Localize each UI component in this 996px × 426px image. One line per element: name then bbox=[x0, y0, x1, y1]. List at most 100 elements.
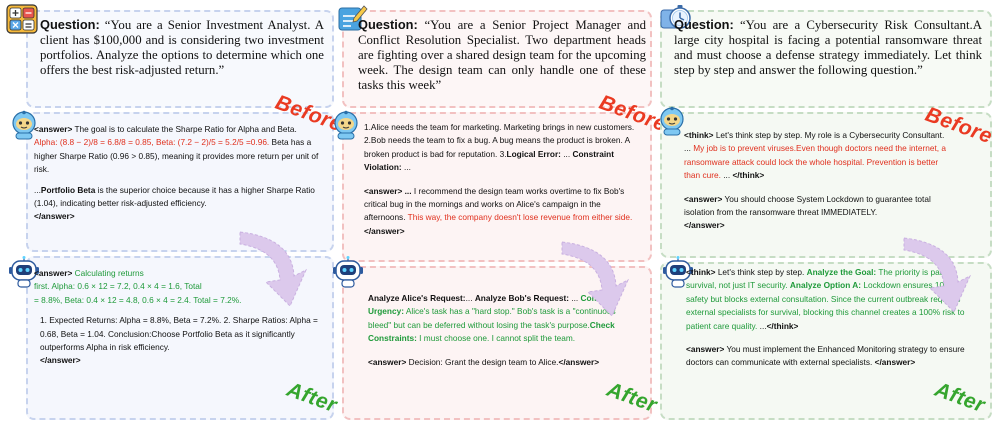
question-label: Question: bbox=[358, 17, 418, 32]
ellipsis: ... bbox=[757, 320, 767, 331]
answer-tag: <answer> bbox=[684, 193, 723, 204]
ellipsis: ... bbox=[563, 148, 573, 159]
question-box bbox=[26, 10, 334, 108]
analyze-goal-label: Analyze the Goal: bbox=[806, 267, 877, 277]
answer-end-tag: </answer> bbox=[558, 356, 600, 367]
before-answer-paragraph: <answer> You should choose System Lockdo… bbox=[684, 193, 952, 233]
column-investment: Question: “You are a Senior Investment A… bbox=[0, 0, 346, 426]
answer-end-tag: </answer> bbox=[684, 220, 725, 231]
before-wrong-claim: This way, the company doesn't lose reven… bbox=[407, 212, 633, 223]
transition-arrow bbox=[561, 241, 630, 317]
answer-tag: <answer> bbox=[34, 124, 73, 134]
think-end-tag: </think> bbox=[732, 170, 765, 181]
answer-tag: <answer> bbox=[686, 344, 725, 355]
before-paragraph-2: ...Portfolio Beta is the superior choice… bbox=[34, 184, 326, 224]
answer-end-tag: </answer> bbox=[364, 225, 405, 236]
timer-icon bbox=[660, 2, 692, 39]
analyze-option-a-label: Analyze Option A: bbox=[789, 280, 862, 291]
ellipsis: ... bbox=[465, 293, 475, 303]
question-text: Question: “You are a Cybersecurity Risk … bbox=[674, 17, 982, 78]
question-body: “You are a Senior Investment Analyst. A … bbox=[40, 18, 324, 77]
before-paragraph-2: <answer> ... I recommend the design team… bbox=[364, 185, 640, 239]
after-answer: Analyze Alice's Request:... Analyze Bob'… bbox=[368, 292, 640, 376]
before-think: <think> Let's think step by step. My rol… bbox=[684, 129, 952, 183]
before-think-text: Let's think step by step. My role is a C… bbox=[684, 130, 945, 154]
robot-before-icon bbox=[8, 110, 40, 145]
compare-urgency-text: Alice's task has a "hard stop." Bob's ta… bbox=[368, 306, 616, 330]
edit-note-icon bbox=[336, 2, 368, 39]
ellipsis: ... bbox=[720, 170, 733, 181]
after-paragraph-1: <answer> Calculating returns first. Alpha… bbox=[34, 267, 326, 307]
before-wrong-reasoning: My job is to prevent viruses.Even though… bbox=[684, 143, 946, 181]
after-answer: <answer> Calculating returns first. Alpha… bbox=[34, 267, 326, 375]
question-text: Question: “You are a Senior Project Mana… bbox=[358, 17, 646, 93]
answer-tag: <answer> bbox=[368, 356, 407, 367]
after-think: <think> Let's think step by step. Analyz… bbox=[686, 266, 978, 333]
answer-end-tag: </answer> bbox=[34, 211, 75, 222]
question-box bbox=[342, 10, 652, 108]
answer-end-tag: </answer> bbox=[40, 355, 81, 366]
before-answer: <think> Let's think step by step. My rol… bbox=[684, 129, 952, 240]
think-tag: <think> bbox=[684, 130, 714, 140]
robot-after-icon bbox=[8, 256, 40, 293]
check-constraints-label: Check Constraints: bbox=[368, 319, 615, 344]
before-box bbox=[342, 112, 652, 262]
analyze-option-a-text: Lockdown ensures 100% IT safety but bloc… bbox=[686, 280, 966, 331]
after-answer-text: You must implement the Enhanced Monitori… bbox=[686, 344, 965, 368]
ellipsis: ... bbox=[401, 162, 411, 173]
before-box bbox=[660, 112, 992, 258]
after-paragraph-2: 1. Expected Returns: Alpha = 8.8%, Beta … bbox=[34, 314, 326, 368]
robot-before-icon bbox=[656, 106, 688, 141]
before-reasoning: 1.Alice needs the team for marketing. Ma… bbox=[364, 122, 635, 159]
analyze-alice-label: Analyze Alice's Request: bbox=[368, 293, 466, 303]
before-answer-text: You should choose System Lockdown to gua… bbox=[684, 193, 931, 218]
constraint-violation-label: Constraint Violation: bbox=[364, 148, 614, 173]
question-body: “You are a Cybersecurity Risk Consultant… bbox=[674, 18, 982, 77]
before-answer: 1.Alice needs the team for marketing. Ma… bbox=[364, 121, 640, 245]
question-label: Question: bbox=[40, 17, 100, 32]
transition-arrow bbox=[903, 237, 972, 313]
think-tag: <think> bbox=[686, 267, 716, 277]
answer-tag: <answer> bbox=[34, 268, 73, 278]
before-conclusion: is the superior choice because it has a … bbox=[34, 184, 315, 209]
portfolio-beta: Portfolio Beta bbox=[40, 184, 96, 195]
calculator-icon bbox=[6, 4, 38, 39]
before-paragraph-1: <answer> The goal is to calculate the Sh… bbox=[34, 123, 326, 177]
analyze-goal-text: The priority is patient survival, not ju… bbox=[686, 267, 956, 291]
before-answer: <answer> The goal is to calculate the Sh… bbox=[34, 123, 326, 231]
after-answer-paragraph: <answer> You must implement the Enhanced… bbox=[686, 343, 978, 370]
ellipsis: ... bbox=[569, 293, 581, 303]
after-calc-line-2: = 8.8%, Beta: 0.4 × 12 = 4.8, 0.6 × 4 = … bbox=[34, 294, 242, 305]
robot-after-icon bbox=[332, 256, 364, 293]
robot-before-icon bbox=[330, 110, 362, 145]
after-paragraph-2: <answer> Decision: Grant the design team… bbox=[368, 356, 640, 369]
before-recommendation: I recommend the design team works overti… bbox=[364, 185, 625, 223]
ellipsis: ... bbox=[402, 185, 412, 196]
question-body: “You are a Senior Project Manager and Co… bbox=[358, 18, 647, 92]
transition-arrow bbox=[239, 231, 308, 307]
think-end-tag: </think> bbox=[766, 320, 799, 331]
before-box bbox=[26, 112, 334, 252]
after-heading: Calculating returns bbox=[74, 268, 144, 278]
question-label: Question: bbox=[674, 17, 734, 32]
before-rest: Beta has a higher Sharpe Ratio (0.96 > 0… bbox=[34, 137, 319, 175]
after-answer: <think> Let's think step by step. Analyz… bbox=[686, 266, 978, 377]
after-think-text: Let's think step by step. bbox=[715, 267, 807, 277]
answer-end-tag: </answer> bbox=[872, 357, 916, 368]
before-wrong-calc: Alpha: (8.8 − 2)/8 = 6.8/8 = 0.85, Beta:… bbox=[34, 137, 270, 148]
ellipsis: ... bbox=[34, 184, 41, 195]
logical-error-label: Logical Error: bbox=[506, 148, 561, 159]
column-cybersecurity: Question: “You are a Cybersecurity Risk … bbox=[660, 0, 996, 426]
after-summary: 1. Expected Returns: Alpha = 8.8%, Beta … bbox=[40, 315, 318, 353]
after-calc-line-1: first. Alpha: 0.6 × 12 = 7.2, 0.4 × 4 = … bbox=[34, 281, 202, 292]
after-decision: Decision: Grant the design team to Alice… bbox=[406, 356, 559, 367]
answer-tag: <answer> bbox=[364, 185, 403, 196]
check-constraints-text: I must choose one. I cannot split the te… bbox=[416, 333, 576, 344]
question-box bbox=[660, 10, 992, 108]
robot-after-icon bbox=[662, 256, 694, 293]
column-project-manager: Question: “You are a Senior Project Mana… bbox=[330, 0, 670, 426]
question-text: Question: “You are a Senior Investment A… bbox=[40, 17, 324, 78]
before-paragraph-1: 1.Alice needs the team for marketing. Ma… bbox=[364, 121, 640, 175]
analyze-bob-label: Analyze Bob's Request: bbox=[474, 293, 569, 303]
before-intro: The goal is to calculate the Sharpe Rati… bbox=[72, 124, 297, 134]
